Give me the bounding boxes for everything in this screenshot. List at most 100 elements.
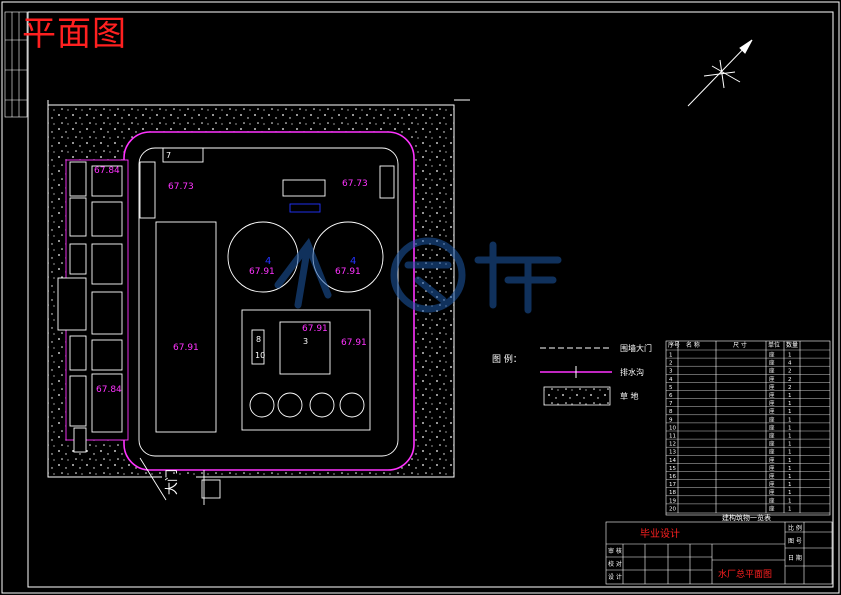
north-arrow-icon <box>687 39 753 107</box>
table-cell: 8 <box>669 409 673 415</box>
table-cell: 1 <box>788 482 792 488</box>
table-cell: 座 <box>769 496 775 504</box>
elevation-label: 67.73 <box>342 179 368 189</box>
admin-building[interactable] <box>139 147 395 433</box>
table-cell: 12 <box>669 442 676 448</box>
legend: 图 例： 围墙大门 排水沟 草 地 <box>492 343 652 406</box>
table-cell: 1 <box>788 490 792 496</box>
elevation-label: 67.91 <box>335 267 361 277</box>
table-cell: 1 <box>788 498 792 504</box>
table-cell: 16 <box>669 474 676 480</box>
table-cell: 座 <box>769 351 775 359</box>
table-cell: 座 <box>769 391 775 399</box>
gate-road <box>139 457 205 505</box>
table-cell: 9 <box>669 417 673 423</box>
table-cell: 座 <box>769 440 775 448</box>
table-cell: 座 <box>769 407 775 415</box>
table-cell: 1 <box>788 393 792 399</box>
table-cell: 座 <box>769 415 775 423</box>
project-title: 毕业设计 <box>640 527 680 540</box>
binding-strip <box>4 11 28 118</box>
elevation-label: 67.84 <box>94 166 120 176</box>
table-caption: 建构筑物一览表 <box>722 513 771 522</box>
table-cell: 1 <box>788 450 792 456</box>
table-cell: 1 <box>788 474 792 480</box>
table-cell: 座 <box>769 448 775 456</box>
table-cell: 座 <box>769 423 775 431</box>
table-cell: 座 <box>769 367 775 375</box>
titleblock-label: 图 号 <box>788 538 802 545</box>
table-cell: 座 <box>769 488 775 496</box>
table-cell: 2 <box>788 369 792 375</box>
elevation-label: 67.91 <box>173 343 199 353</box>
titleblock-label: 日 期 <box>788 554 802 562</box>
table-cell: 座 <box>769 504 775 512</box>
table-header-cell: 尺 寸 <box>733 341 747 349</box>
table-cell: 1 <box>788 458 792 464</box>
drawing-title: 平面图 <box>22 14 127 54</box>
left-building-strip[interactable] <box>57 159 129 453</box>
small-number-a: 8 <box>256 335 261 344</box>
small-number-b: 10 <box>255 351 265 360</box>
table-cell: 1 <box>788 425 792 431</box>
table-header-cell: 数量 <box>786 341 798 349</box>
tank-left-number: 4 <box>265 256 271 267</box>
table-cell: 座 <box>769 399 775 407</box>
table-cell: 1 <box>788 434 792 440</box>
legend-item-ditch: 排水沟 <box>620 367 644 377</box>
elevation-label: 67.73 <box>168 182 194 192</box>
table-cell: 7 <box>669 401 673 407</box>
top-box-number: 7 <box>166 151 171 160</box>
center-number: 3 <box>303 337 308 346</box>
titleblock-right-labels: 比 例 图 号 日 期 <box>788 524 802 562</box>
titleblock-label: 校 对 <box>608 560 622 568</box>
table-cell: 4 <box>788 361 792 367</box>
table-cell: 座 <box>769 375 775 383</box>
table-cell: 15 <box>669 466 676 472</box>
table-cell: 2 <box>788 377 792 383</box>
table-cell: 座 <box>769 432 775 440</box>
table-cell: 1 <box>669 353 673 359</box>
table-cell: 1 <box>788 442 792 448</box>
table-cell: 1 <box>788 417 792 423</box>
elevation-label: 67.91 <box>302 324 328 334</box>
schedule-header: 序号 名 称 尺 寸 单位 数量 <box>668 341 798 349</box>
table-cell: 10 <box>669 425 676 431</box>
gate-label: 大门 <box>165 469 180 495</box>
table-cell: 座 <box>769 383 775 391</box>
schedule-table <box>665 340 831 516</box>
table-cell: 1 <box>788 353 792 359</box>
table-header-cell: 单位 <box>768 341 780 349</box>
legend-item-grass: 草 地 <box>620 391 639 401</box>
table-cell: 1 <box>788 409 792 415</box>
table-cell: 1 <box>788 401 792 407</box>
table-cell: 座 <box>769 359 775 367</box>
guard-house[interactable] <box>201 479 221 499</box>
titleblock-left-labels: 审 核 校 对 设 计 <box>608 547 622 581</box>
inner-frame <box>27 11 834 588</box>
table-cell: 1 <box>788 506 792 512</box>
table-cell: 13 <box>669 450 676 456</box>
table-cell: 14 <box>669 458 676 464</box>
elevation-markers: 67.84 67.73 67.73 67.91 67.91 67.91 67.9… <box>94 166 368 395</box>
titleblock-label: 比 例 <box>788 524 802 532</box>
table-cell: 11 <box>669 434 676 440</box>
table-cell: 3 <box>669 369 673 375</box>
table-header-cell: 名 称 <box>686 341 700 349</box>
table-cell: 6 <box>669 393 673 399</box>
table-cell: 5 <box>669 385 673 391</box>
table-cell: 17 <box>669 482 676 488</box>
treatment-block[interactable] <box>241 309 371 431</box>
tank-right-number: 4 <box>350 256 356 267</box>
table-cell: 19 <box>669 498 676 504</box>
table-cell: 座 <box>769 456 775 464</box>
legend-title: 图 例： <box>492 353 522 365</box>
table-header-cell: 序号 <box>668 341 680 349</box>
table-cell: 座 <box>769 480 775 488</box>
titleblock-label: 审 核 <box>608 547 622 555</box>
drawing-name: 水厂总平面图 <box>718 568 772 580</box>
table-cell: 座 <box>769 472 775 480</box>
table-cell: 2 <box>788 385 792 391</box>
